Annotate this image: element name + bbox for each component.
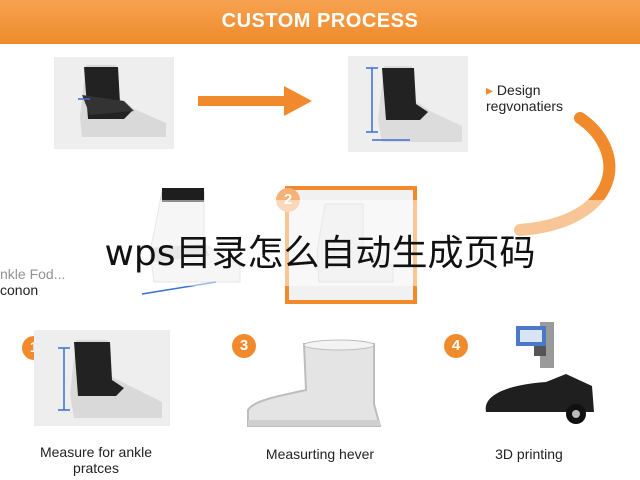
watermark-band — [0, 200, 640, 286]
step-1-photo — [34, 330, 170, 426]
step-1-caption: Measure for ankle pratces — [14, 444, 178, 476]
watermark-text: wps目录怎么自动生成页码 — [104, 233, 536, 274]
step-1-caption-line2: pratces — [73, 460, 119, 476]
step-4-caption-line1: 3D printing — [495, 446, 563, 462]
step-3-caption: Measurting hever — [236, 446, 404, 462]
right-arrow-icon — [198, 86, 312, 116]
ankle-brace-photo-top-right — [348, 56, 468, 152]
header-banner: CUSTOM PROCESS — [0, 0, 640, 44]
step-4-badge: 4 — [444, 334, 468, 358]
step-1-caption-line1: Measure for ankle — [39, 444, 153, 460]
step-4-caption: 3D printing — [454, 446, 604, 462]
ankle-fod-note-line2: conon — [0, 282, 39, 298]
page-title: CUSTOM PROCESS — [221, 10, 419, 32]
ankle-brace-photo-top-left — [54, 57, 174, 149]
design-note-line2: regvonatiers — [486, 98, 564, 114]
step-4-photo — [476, 316, 602, 428]
design-note-line1: Design — [496, 82, 541, 98]
step-3-caption-line1: Measurting hever — [265, 446, 375, 462]
step-3-photo — [240, 334, 386, 434]
design-note: ▸ Design regvonatiers — [486, 82, 564, 114]
step-3-badge: 3 — [232, 334, 256, 358]
